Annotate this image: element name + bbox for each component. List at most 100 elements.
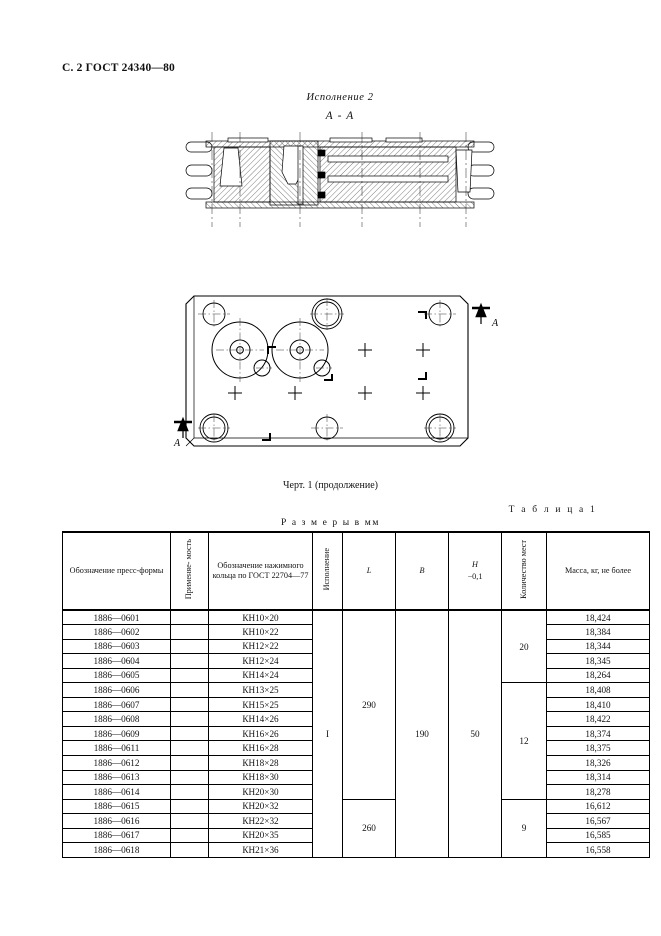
col-header-applicability-text: Применяе- мость — [184, 539, 194, 600]
cell-applicability — [170, 696, 209, 713]
col-header-height: H −0,1 — [448, 531, 502, 611]
table-row: 1886—0618 КН21×36 16,558 — [62, 842, 650, 858]
col-header-length-text: L — [366, 565, 372, 575]
cell-ring-designation: КН12×24 — [208, 653, 313, 669]
cell-ring-designation: КН18×28 — [208, 754, 313, 771]
cell-mass: 16,612 — [546, 798, 650, 815]
cell-mass: 18,384 — [546, 624, 650, 640]
col-header-height-tolerance: −0,1 — [467, 571, 483, 581]
cell-mass: 18,278 — [546, 784, 650, 800]
cell-mass: 18,314 — [546, 769, 650, 786]
cell-mass: 18,410 — [546, 696, 650, 713]
cell-places-count: 20 — [501, 609, 547, 684]
cell-mass: 18,424 — [546, 609, 650, 626]
cell-applicability — [170, 798, 209, 815]
section-drawing-svg — [185, 132, 495, 227]
cell-mass: 18,264 — [546, 667, 650, 684]
cell-applicability — [170, 609, 209, 626]
cell-mass: 16,558 — [546, 842, 650, 858]
cell-ring-designation: КН22×32 — [208, 813, 313, 829]
table-header-row: Обозначение пресс-формы Применяе- мость … — [62, 531, 650, 611]
cell-ring-designation: КН20×32 — [208, 798, 313, 815]
col-header-designation-text: Обозначение пресс-формы — [69, 565, 164, 575]
cell-length: 260 — [342, 798, 396, 858]
cell-designation: 1886—0603 — [62, 638, 171, 655]
cell-mass: 18,408 — [546, 682, 650, 698]
page-header-mark: С. 2 ГОСТ 24340—80 — [62, 62, 175, 74]
figure-plan-view: A A — [172, 262, 502, 472]
cell-designation: 1886—0602 — [62, 624, 171, 640]
cell-designation: 1886—0612 — [62, 754, 171, 771]
cell-applicability — [170, 813, 209, 829]
cell-applicability — [170, 624, 209, 640]
figure-variant-label: Исполнение 2 — [306, 92, 374, 103]
cell-designation: 1886—0605 — [62, 667, 171, 684]
cell-ring-designation: КН10×20 — [208, 609, 313, 626]
cell-mass: 18,422 — [546, 711, 650, 727]
cell-designation: 1886—0614 — [62, 784, 171, 800]
table-row: 1886—0614 КН20×30 18,278 — [62, 784, 650, 800]
table-number: Т а б л и ц а 1 — [508, 505, 597, 515]
section-arrow-label-right: A — [491, 318, 499, 329]
cell-applicability — [170, 682, 209, 698]
col-header-length: L — [342, 531, 396, 611]
col-header-mass-text: Масса, кг, не более — [564, 565, 632, 575]
cell-mass: 16,585 — [546, 827, 650, 844]
col-header-execution: Исполнение — [312, 531, 343, 611]
cell-applicability — [170, 725, 209, 742]
col-header-width: B — [395, 531, 449, 611]
cell-designation: 1886—0611 — [62, 740, 171, 756]
cell-places-count: 12 — [501, 682, 547, 800]
cell-ring-designation: КН20×30 — [208, 784, 313, 800]
col-header-designation: Обозначение пресс-формы — [62, 531, 171, 611]
table-row: 1886—0605 КН14×24 18,264 — [62, 667, 650, 684]
table-row: 1886—0603 КН12×22 18,344 — [62, 638, 650, 655]
cell-ring-designation: КН13×25 — [208, 682, 313, 698]
table-units-note: Р а з м е р ы в мм — [281, 518, 380, 528]
cell-designation: 1886—0613 — [62, 769, 171, 786]
cell-designation: 1886—0609 — [62, 725, 171, 742]
cell-width: 190 — [395, 609, 449, 858]
cell-designation: 1886—0606 — [62, 682, 171, 698]
cell-designation: 1886—0616 — [62, 813, 171, 829]
dimensions-table-block: Т а б л и ц а 1 Р а з м е р ы в мм Обозн… — [62, 505, 650, 858]
cell-ring-designation: КН21×36 — [208, 842, 313, 858]
cell-mass: 18,375 — [546, 740, 650, 756]
cell-applicability — [170, 638, 209, 655]
plan-drawing-svg: A A — [173, 295, 499, 449]
figure-section-view: Исполнение 2 А - А — [180, 92, 500, 227]
dimensions-table: Обозначение пресс-формы Применяе- мость … — [62, 531, 650, 858]
cell-mass: 18,345 — [546, 653, 650, 669]
cell-ring-designation: КН12×22 — [208, 638, 313, 655]
cell-ring-designation: КН14×24 — [208, 667, 313, 684]
cell-designation: 1886—0615 — [62, 798, 171, 815]
figure-section-label: А - А — [325, 110, 355, 122]
cell-applicability — [170, 740, 209, 756]
cell-height: 50 — [448, 609, 502, 858]
cell-applicability — [170, 842, 209, 858]
section-arrow-label-left: A — [173, 438, 181, 449]
col-header-height-text: H — [472, 560, 478, 569]
cell-mass: 18,344 — [546, 638, 650, 655]
col-header-execution-text: Исполнение — [322, 548, 332, 591]
cell-designation: 1886—0607 — [62, 696, 171, 713]
cell-ring-designation: КН20×35 — [208, 827, 313, 844]
cell-designation: 1886—0608 — [62, 711, 171, 727]
cell-places-count: 9 — [501, 798, 547, 858]
cell-designation: 1886—0618 — [62, 842, 171, 858]
col-header-places-text: Количество мест — [518, 539, 528, 599]
cell-applicability — [170, 711, 209, 727]
cell-designation: 1886—0601 — [62, 609, 171, 626]
cell-applicability — [170, 827, 209, 844]
figure-caption: Черт. 1 (продолжение) — [283, 480, 378, 491]
cell-applicability — [170, 653, 209, 669]
cell-ring-designation: КН14×26 — [208, 711, 313, 727]
cell-ring-designation: КН15×25 — [208, 696, 313, 713]
